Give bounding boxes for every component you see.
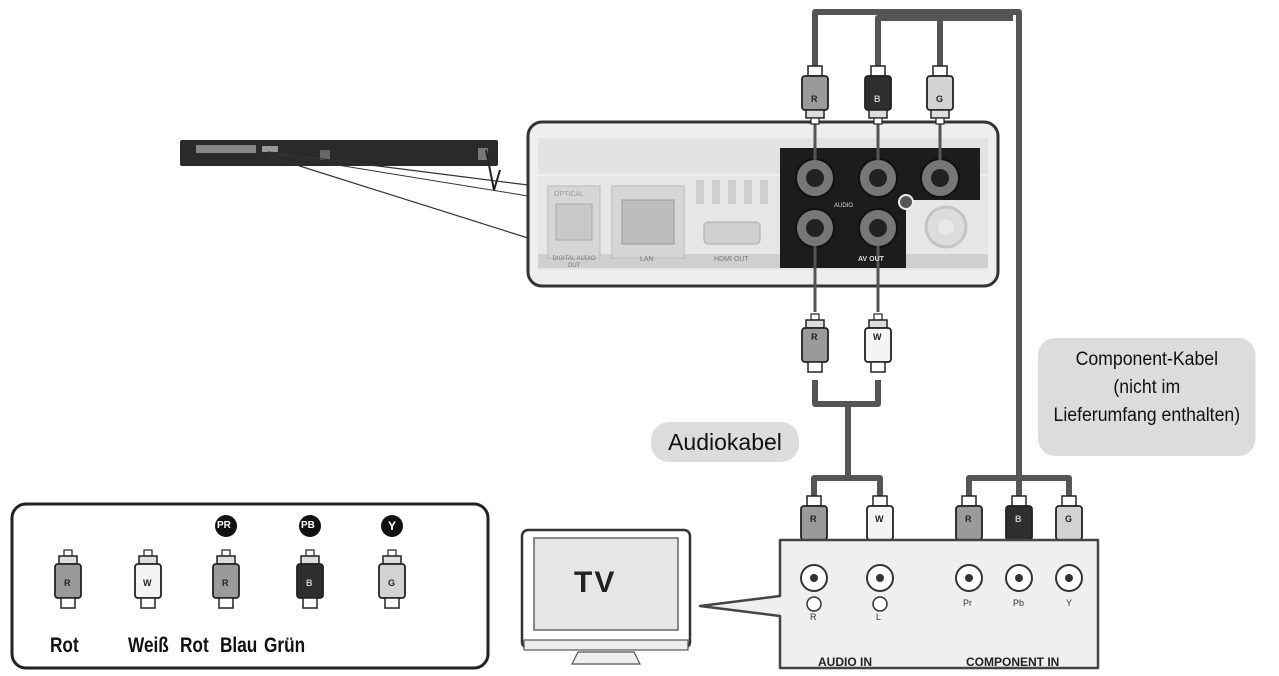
plug-letter-red-mid: R [811,332,818,342]
plug-white-mid [864,313,892,373]
legend-rot-2: Rot [180,634,209,657]
audiokabel-label: Audiokabel [651,422,799,462]
tv-label: TV [574,566,617,599]
zoom-lines [267,151,529,239]
digital-audio-out-label: DIGITAL AUDIO OUT [552,256,596,269]
plug-letter-green-top: G [936,94,944,104]
tv-connection-panel [698,538,1100,670]
player-device [180,140,501,191]
rear-panel [526,120,1000,288]
cable-ends [813,118,942,312]
legend-rot-1: Rot [50,634,79,657]
av-out-label: AV OUT [858,256,884,263]
lan-label: LAN [640,256,654,263]
jack-label-pb: Pb [1013,598,1025,608]
cables [811,9,1072,500]
jack-label-pr: Pr [963,598,972,608]
component-in-label: COMPONENT IN [966,655,1060,669]
audio-plugs-middle [801,313,892,373]
plug-letter-red-comp: R [965,514,972,524]
legend-letter-white: W [143,578,152,588]
legend-blau: Blau [220,634,258,657]
badge-pb-text: PB [301,520,315,531]
audiokabel-text: Audiokabel [668,429,782,455]
plug-letter-blue-top: B [874,94,881,104]
component-label-line2: (nicht im [1113,377,1181,398]
plug-letter-white-tv: W [875,514,884,524]
legend-weiss: Weiß [128,634,169,657]
badge-pb [299,515,321,537]
legend-letter-blue: B [306,578,313,588]
plug-letter-red-top: R [811,94,818,104]
component-cable-label: Component-Kabel (nicht im Lieferumfang e… [1038,338,1256,456]
tv-monitor [520,528,692,665]
optical-label: OPTICAL [554,191,584,198]
badge-y-text: Y [388,519,397,533]
component-label-line3: Lieferumfang enthalten) [1053,405,1241,426]
jack-label-r: R [810,612,817,622]
plug-letter-green-comp: G [1065,514,1073,524]
legend-letter-red: R [64,578,71,588]
jack-label-y: Y [1066,598,1073,608]
plug-red-mid [801,313,829,373]
audio-jack-label: AUDIO [834,203,854,209]
hdmi-out-label: HDMI OUT [714,256,749,263]
color-legend [10,502,490,670]
plug-letter-red-tv: R [810,514,817,524]
plug-letter-blue-comp: B [1015,514,1022,524]
jack-label-l: L [876,612,882,622]
badge-pr-text: PR [217,520,231,531]
badge-y [381,515,403,537]
legend-letter-green: G [388,578,396,588]
audio-in-label: AUDIO IN [818,655,872,669]
plug-letter-white-mid: W [873,332,882,342]
legend-gruen: Grün [264,634,306,657]
component-label-line1: Component-Kabel [1075,349,1219,370]
badge-pr [215,515,237,537]
legend-letter-red-pr: R [222,578,229,588]
